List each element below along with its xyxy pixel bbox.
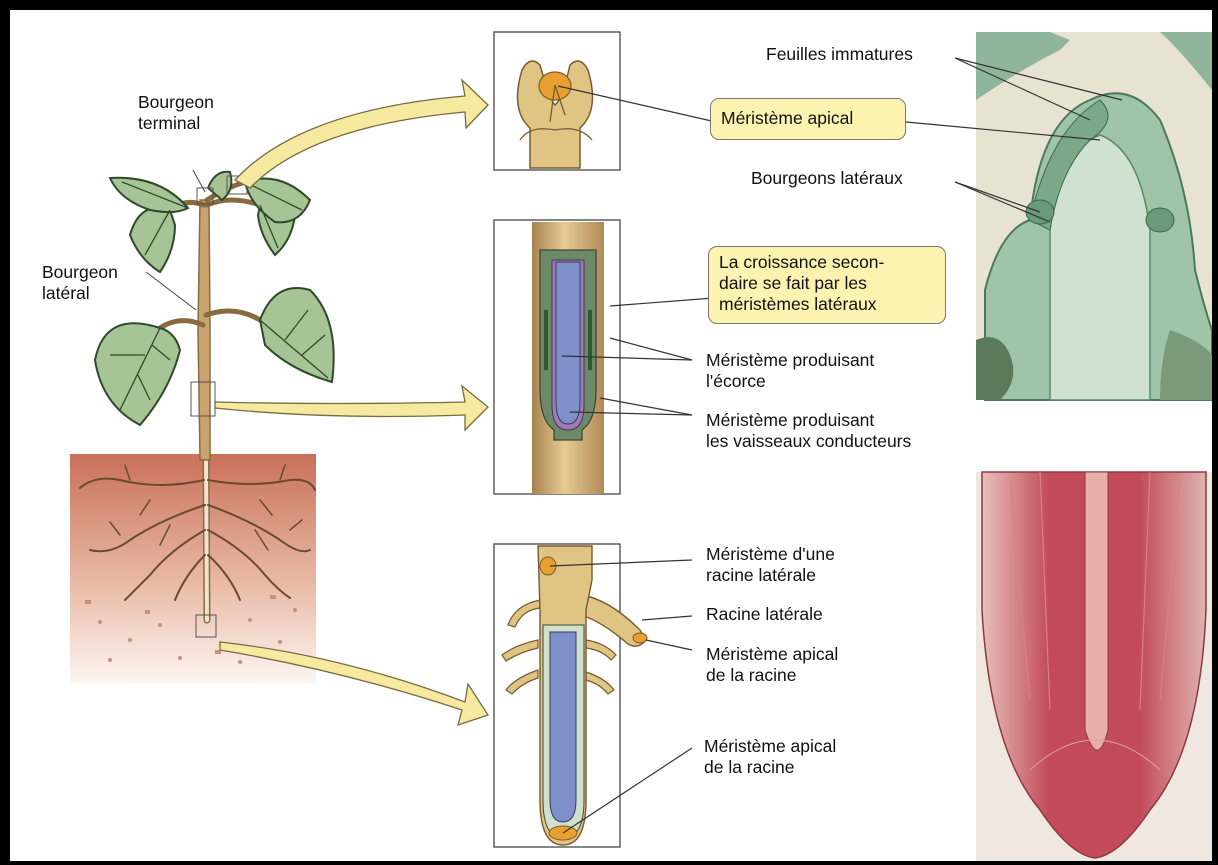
apical-bud-panel — [494, 32, 620, 170]
label-racine-laterale: Racine latérale — [706, 604, 823, 625]
root-panel — [494, 544, 647, 847]
root-tip-micrograph — [976, 472, 1212, 861]
diagram-artwork — [10, 10, 1212, 861]
label-meristeme-racine-laterale: Méristème d'une racine latérale — [706, 544, 835, 586]
label-meristeme-apical-racine-2: Méristème apical de la racine — [704, 736, 836, 778]
label-bourgeons-lateraux: Bourgeons latéraux — [751, 168, 903, 189]
label-bourgeon-lateral: Bourgeon latéral — [42, 262, 118, 304]
plant-illustration — [70, 170, 334, 684]
label-feuilles-immatures: Feuilles immatures — [766, 44, 913, 65]
callout-meristeme-apical: Méristème apical — [710, 98, 906, 140]
label-meristeme-ecorce: Méristème produisant l'écorce — [706, 350, 874, 392]
shoot-tip-micrograph — [976, 32, 1212, 400]
label-meristeme-vaisseaux: Méristème produisant les vaisseaux condu… — [706, 410, 911, 452]
label-meristeme-apical-racine-1: Méristème apical de la racine — [706, 644, 838, 686]
label-bourgeon-terminal: Bourgeon terminal — [138, 92, 214, 134]
diagram-frame: Bourgeon terminal Bourgeon latéral Feuil… — [10, 10, 1212, 861]
callout-croissance-secondaire: La croissance secon- daire se fait par l… — [708, 246, 946, 324]
stem — [198, 200, 210, 460]
